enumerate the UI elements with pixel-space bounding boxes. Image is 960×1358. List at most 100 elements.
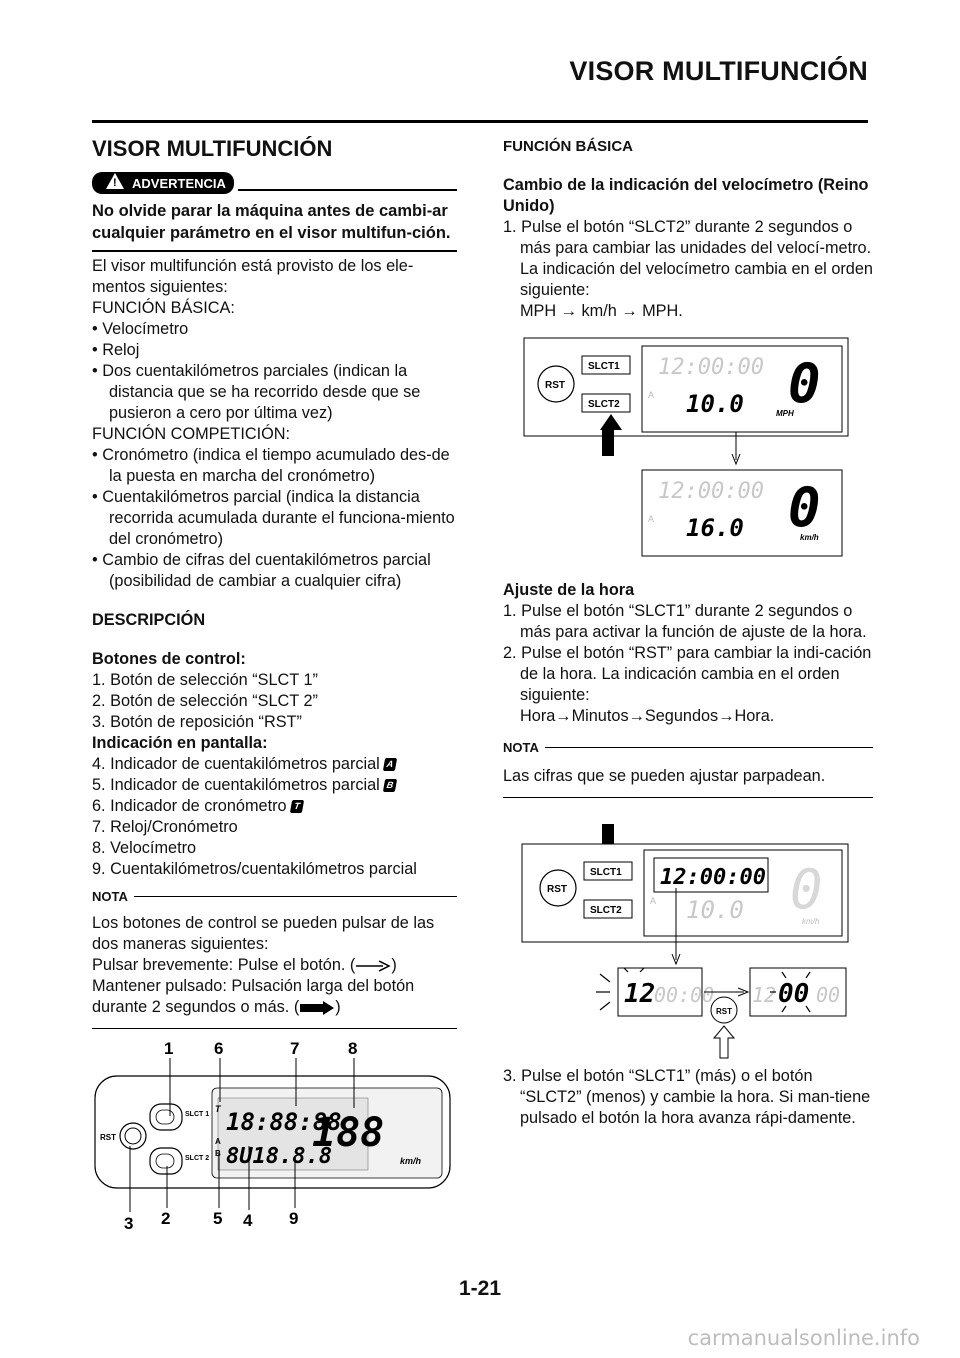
fig1-unit-mph: MPH	[776, 409, 794, 418]
press-up-arrow-icon	[712, 1025, 736, 1059]
fig1-odo-2: 16.0	[686, 514, 744, 542]
note-text: Los botones de control se pueden pulsar …	[92, 914, 435, 953]
odo-digits: 8U18.8.8	[226, 1144, 332, 1169]
ind-b: B	[215, 1149, 221, 1158]
timer-icon: T	[289, 800, 304, 814]
note-end-rule-right	[503, 797, 873, 798]
slct2-label: SLCT 2	[185, 1155, 209, 1162]
fig2-rst-small: RST	[716, 1007, 732, 1016]
fig2-odo: 10.0	[686, 896, 744, 924]
note-header-right: NOTA	[503, 737, 873, 758]
display-item: 9. Cuentakilómetros/cuentakilómetros par…	[92, 860, 417, 878]
ind-a: A	[215, 1137, 221, 1146]
time-step: 2. Pulse el botón “RST” para cambiar la …	[503, 644, 872, 704]
trip-a-icon: A	[382, 758, 397, 772]
fig2-blink2-rest: 00	[816, 983, 840, 1007]
fig1-odo: 10.0	[686, 390, 744, 418]
comp-item: • Cuentakilómetros parcial (indica la di…	[92, 488, 455, 548]
callout-2: 2	[161, 1209, 170, 1228]
fig1-ind: A	[648, 390, 654, 400]
callout-1: 1	[164, 1039, 173, 1058]
basic-item: • Reloj	[92, 341, 140, 359]
note-short: Pulsar brevemente: Pulse el botón. ()	[92, 956, 397, 974]
fig2-clock: 12:00:00	[660, 865, 766, 890]
fig1-clock: 12:00:00	[658, 355, 764, 380]
fig2-slct1: SLCT1	[590, 867, 622, 878]
note-end-rule	[92, 1028, 457, 1029]
fig2-blink2-a: 12	[752, 983, 776, 1007]
watermark: carmanualsonline.info	[687, 1326, 920, 1350]
clock-set-figure: RST SLCT1 SLCT2 12:00:00 A 10.0 0 km/h 1…	[521, 824, 849, 1059]
time-sequence: Hora→Minutos→Segundos→Hora.	[520, 707, 775, 725]
time-heading: Ajuste de la hora	[503, 581, 635, 599]
fig1-clock-2: 12:00:00	[658, 479, 764, 504]
time-step: 1. Pulse el botón “SLCT1” durante 2 segu…	[503, 602, 867, 641]
fig2-unit: km/h	[802, 917, 820, 926]
speed-unit: km/h	[400, 1156, 422, 1166]
fig2-blink2: 00	[778, 979, 809, 1009]
display-item: 7. Reloj/Cronómetro	[92, 818, 238, 836]
callout-7: 7	[290, 1039, 299, 1058]
note-header: NOTA	[92, 886, 457, 907]
uk-step: 1. Pulse el botón “SLCT2” durante 2 segu…	[503, 218, 873, 299]
uk-sequence: MPH → km/h → MPH.	[520, 302, 683, 320]
header-rule	[92, 120, 868, 123]
ind-t: T	[215, 1104, 222, 1114]
fig1-speed-2: 0	[788, 476, 821, 539]
fig2-blink1: 12	[624, 979, 655, 1009]
section-title: VISOR MULTIFUNCIÓN	[92, 136, 333, 161]
fig2-blink1-rest: 00:00	[654, 983, 714, 1007]
callout-5: 5	[213, 1209, 222, 1228]
warning-label: ADVERTENCIA	[132, 176, 226, 191]
warning-rule	[237, 189, 457, 191]
display-item: 5. Indicador de cuentakilómetros parcial…	[92, 775, 457, 796]
callout-4: 4	[243, 1211, 253, 1230]
comp-item: • Cambio de cifras del cuentakilómetros …	[92, 551, 431, 590]
fig2-rst: RST	[547, 884, 567, 895]
display-item: 8. Velocímetro	[92, 839, 197, 857]
page-number: 1-21	[458, 1277, 502, 1300]
basic-item: • Velocímetro	[92, 320, 189, 338]
trip-b-icon: B	[382, 779, 397, 793]
buttons-item: 3. Botón de reposición “RST”	[92, 713, 302, 731]
warning-text: No olvide parar la máquina antes de camb…	[92, 202, 451, 242]
right-column-mid: Ajuste de la hora 1. Pulse el botón “SLC…	[503, 580, 873, 798]
fig1-rst: RST	[545, 380, 565, 391]
time-step-3: 3. Pulse el botón “SLCT1” (más) o el bot…	[503, 1067, 871, 1127]
callout-9: 9	[289, 1209, 298, 1228]
comp-item: • Cronómetro (indica el tiempo acumulado…	[92, 446, 450, 485]
buttons-item: 1. Botón de selección “SLCT 1”	[92, 671, 318, 689]
warning-header: ADVERTENCIA	[92, 172, 457, 194]
fig1-slct2: SLCT2	[588, 399, 620, 410]
left-column: VISOR MULTIFUNCIÓN ADVERTENCIA No olvide…	[92, 136, 457, 1029]
clock-digits: 18:88:88	[226, 1108, 342, 1136]
slct1-label: SLCT 1	[185, 1111, 209, 1118]
short-press-arrow-icon	[356, 960, 392, 972]
fig1-unit-kmh: km/h	[800, 533, 819, 542]
desc-heading: DESCRIPCIÓN	[92, 611, 206, 629]
note-long: Mantener pulsado: Pulsación larga del bo…	[92, 977, 415, 1016]
display-heading: Indicación en pantalla:	[92, 734, 268, 752]
display-diagram: RST SLCT 1 SLCT 2 T A B 18:88:88 8U18.8.…	[94, 1039, 451, 1233]
fig2-ind: A	[650, 896, 656, 906]
page-header-title: VISOR MULTIFUNCIÓN	[569, 56, 868, 86]
fig2-slct2: SLCT2	[590, 905, 622, 916]
uk-heading: Cambio de la indicación del velocímetro …	[503, 176, 869, 215]
rst-label: RST	[100, 1133, 116, 1142]
intro-text: El visor multifunción está provisto de l…	[92, 257, 414, 296]
callout-8: 8	[348, 1039, 357, 1058]
buttons-item: 2. Botón de selección “SLCT 2”	[92, 692, 318, 710]
callout-3: 3	[124, 1214, 133, 1233]
right-column-bottom: 3. Pulse el botón “SLCT1” (más) o el bot…	[503, 1066, 873, 1129]
speedo-unit-figure: RST SLCT1 SLCT2 12:00:00 A 10.0 0 MPH 12…	[523, 337, 849, 557]
basic-heading: FUNCIÓN BÁSICA:	[92, 299, 235, 317]
fig2-speed: 0	[790, 858, 823, 921]
comp-heading: FUNCIÓN COMPETICIÓN:	[92, 425, 291, 443]
buttons-heading: Botones de control:	[92, 650, 246, 668]
fig1-slct1: SLCT1	[588, 361, 620, 372]
basic-heading-right: FUNCIÓN BÁSICA	[503, 138, 633, 155]
note-text-right: Las cifras que se pueden ajustar parpade…	[503, 767, 826, 785]
speed-digits: 188	[312, 1110, 384, 1156]
long-press-arrow-icon	[300, 1000, 335, 1015]
